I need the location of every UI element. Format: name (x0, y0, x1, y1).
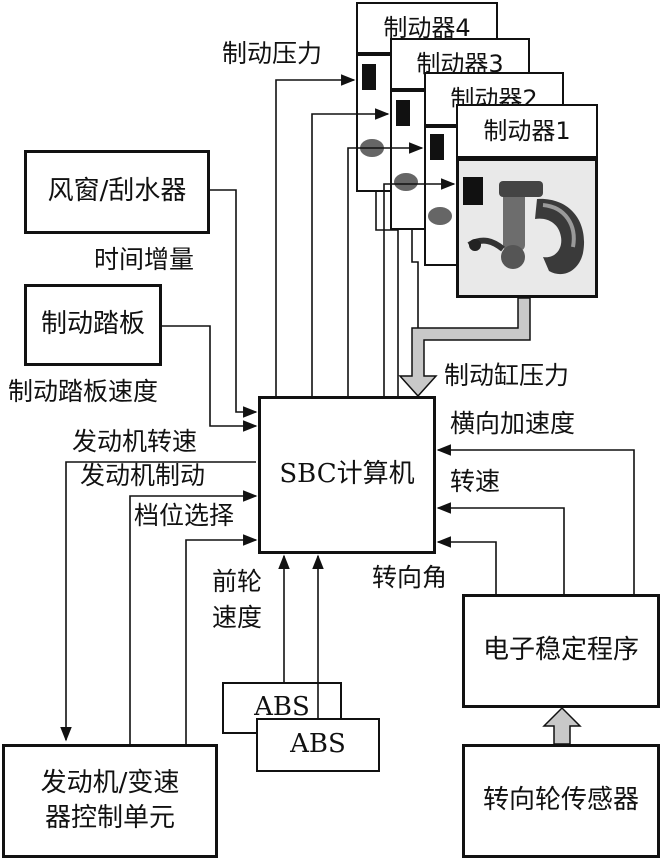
abs-label-back: ABS (254, 692, 310, 723)
time-increment-label: 时间增量 (94, 245, 195, 274)
sbc-computer-label: SBC计算机 (279, 459, 415, 490)
brake-1-box: 制动器1 (456, 104, 598, 158)
lateral-accel-line (436, 444, 635, 594)
abs-box-front: ABS (256, 718, 380, 772)
brake-1-label: 制动器1 (483, 116, 571, 145)
esp-label: 电子稳定程序 (482, 635, 639, 666)
pedal-speed-label: 制动踏板速度 (8, 377, 159, 406)
yaw-rate-label: 转速 (450, 467, 501, 496)
engine-braking-line (129, 490, 258, 744)
brake-4-marker (362, 64, 376, 90)
gear-selection-line (185, 534, 258, 744)
steering-sensor-arrow (542, 706, 582, 745)
cylinder-pressure-arrow (398, 297, 531, 398)
engine-speed-label: 发动机转速 (72, 427, 198, 456)
windshield-wiper-box: 风窗/刮水器 (24, 150, 210, 234)
brake-cylinder-pressure-label: 制动缸压力 (444, 361, 570, 390)
steering-angle-label: 转向角 (372, 563, 448, 592)
windshield-wiper-label: 风窗/刮水器 (47, 176, 187, 207)
brake-pedal-box: 制动踏板 (24, 284, 162, 366)
ecu-label-line2: 器控制单元 (44, 803, 175, 833)
steering-sensor-label: 转向轮传感器 (482, 785, 639, 816)
ecu-label-line1: 发动机/变速 (40, 767, 180, 798)
brake-return-line-4 (375, 192, 399, 396)
lateral-acceleration-label: 横向加速度 (450, 409, 576, 438)
abs-label-front: ABS (290, 729, 346, 760)
engine-transmission-ecu-box: 发动机/变速 器控制单元 (2, 744, 218, 858)
brake-1-photo (456, 158, 598, 298)
front-wheel-speed-label-1: 前轮 (212, 567, 263, 596)
brake-4-label: 制动器4 (383, 13, 471, 42)
brake-pedal-label: 制动踏板 (40, 309, 145, 340)
engine-speed-line (60, 461, 256, 742)
brake-2-marker (430, 134, 444, 160)
brake-pressure-line-4 (275, 74, 356, 396)
steering-angle-line (436, 536, 497, 594)
brake-pressure-line-3 (311, 108, 390, 396)
yaw-rate-line (436, 502, 565, 594)
brake-pressure-label: 制动压力 (222, 39, 323, 68)
esp-box: 电子稳定程序 (462, 594, 660, 708)
brake-3-marker (396, 100, 410, 126)
engine-braking-label: 发动机制动 (80, 461, 206, 490)
gear-selection-label: 档位选择 (134, 501, 235, 530)
time-increment-line (210, 189, 258, 418)
brake-pressure-line-2 (347, 142, 424, 396)
sbc-computer-box: SBC计算机 (258, 396, 436, 554)
pedal-speed-line (162, 325, 258, 432)
brake-pressure-line-1 (383, 178, 456, 396)
brake-caliper-icon (459, 161, 595, 295)
steering-sensor-box: 转向轮传感器 (462, 744, 660, 858)
front-wheel-speed-label-2: 速度 (212, 603, 263, 632)
